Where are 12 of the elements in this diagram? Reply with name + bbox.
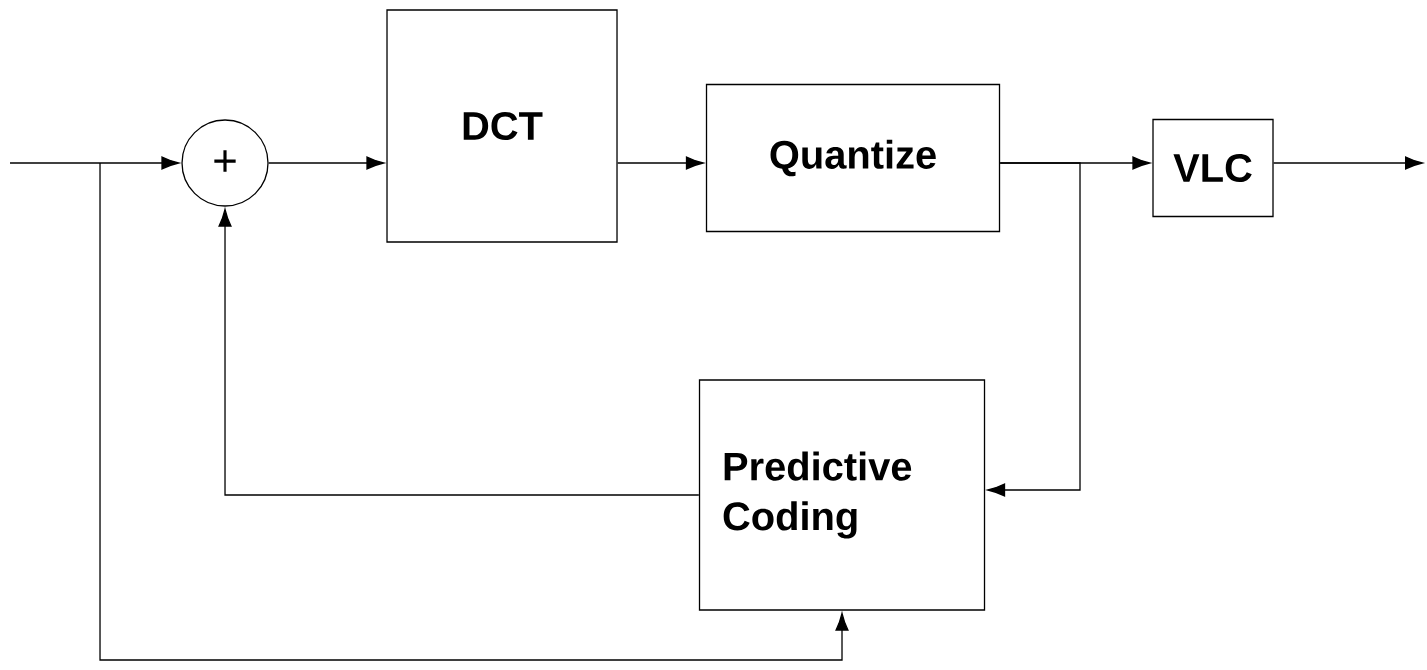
summing-junction: +: [181, 119, 269, 207]
process-box: Quantize: [705, 83, 1001, 233]
arrow: [99, 162, 849, 661]
arrow: [268, 156, 385, 170]
process-box: VLC: [1152, 118, 1274, 218]
arrow: [617, 156, 704, 170]
arrow: [9, 156, 180, 170]
arrow: [1273, 156, 1423, 170]
process-box: Predictive Coding: [698, 379, 986, 611]
arrow: [987, 162, 1081, 497]
arrow: [218, 208, 700, 496]
process-box: DCT: [386, 9, 618, 243]
